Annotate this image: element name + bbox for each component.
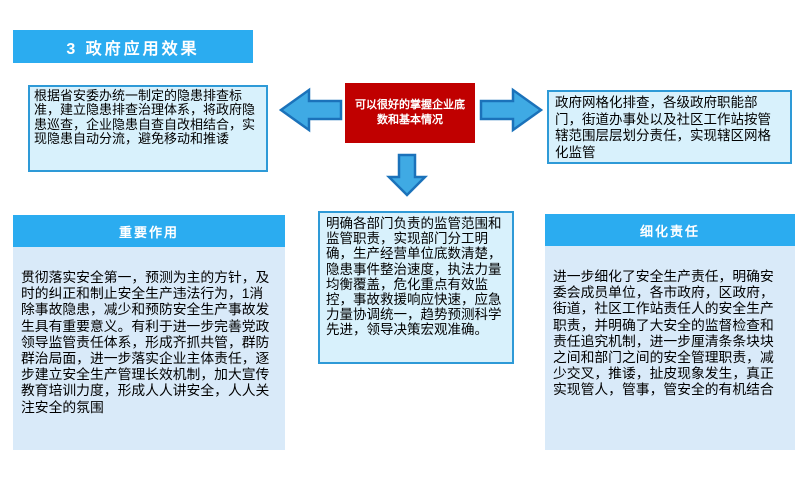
important-role-header-label: 重要作用 — [118, 224, 179, 240]
refined-responsibility-header-label: 细化责任 — [639, 223, 700, 239]
refined-responsibility-panel: 细化责任 进一步细化了安全生产责任，明确安委会成员单位，各市政府，区政府，街道，… — [545, 214, 795, 450]
arrow-right-icon — [479, 87, 544, 133]
page-title: 3 政府应用效果 — [66, 40, 200, 58]
enterprise-overview-text: 可以很好的掌握企业底数和基本情况 — [355, 99, 465, 126]
regulation-scope-text: 明确各部门负责的监管范围和监管职责，实现部门分工明确，生产经营单位底数清楚，隐患… — [326, 216, 502, 338]
important-role-body: 贯彻落实安全第一，预测为主的方针，及时的纠正和制止安全生产违法行为，1消除事故隐… — [13, 247, 285, 450]
regulation-scope-box: 明确各部门负责的监管范围和监管职责，实现部门分工明确，生产经营单位底数清楚，隐患… — [318, 211, 514, 364]
title-banner: 3 政府应用效果 — [13, 30, 253, 63]
refined-responsibility-body: 进一步细化了安全生产责任，明确安委会成员单位，各市政府，区政府，街道，社区工作站… — [545, 246, 795, 450]
arrow-left-icon — [278, 87, 343, 133]
enterprise-overview-box: 可以很好的掌握企业底数和基本情况 — [345, 83, 475, 143]
grid-inspection-box: 政府网格化排查，各级政府职能部门，街道办事处以及社区工作站按管辖范围层层划分责任… — [547, 90, 792, 164]
arrow-down-icon — [386, 153, 428, 197]
refined-responsibility-text: 进一步细化了安全生产责任，明确安委会成员单位，各市政府，区政府，街道，社区工作站… — [553, 269, 774, 398]
refined-responsibility-header: 细化责任 — [545, 214, 795, 246]
hazard-inspection-box: 根据省安委办统一制定的隐患排查标准，建立隐患排查治理体系，将政府隐患巡查，企业隐… — [28, 85, 268, 172]
important-role-header: 重要作用 — [13, 215, 285, 247]
grid-inspection-text: 政府网格化排查，各级政府职能部门，街道办事处以及社区工作站按管辖范围层层划分责任… — [555, 95, 771, 160]
important-role-text: 贯彻落实安全第一，预测为主的方针，及时的纠正和制止安全生产违法行为，1消除事故隐… — [21, 270, 270, 415]
hazard-inspection-text: 根据省安委办统一制定的隐患排查标准，建立隐患排查治理体系，将政府隐患巡查，企业隐… — [34, 88, 256, 146]
important-role-panel: 重要作用 贯彻落实安全第一，预测为主的方针，及时的纠正和制止安全生产违法行为，1… — [13, 215, 285, 450]
